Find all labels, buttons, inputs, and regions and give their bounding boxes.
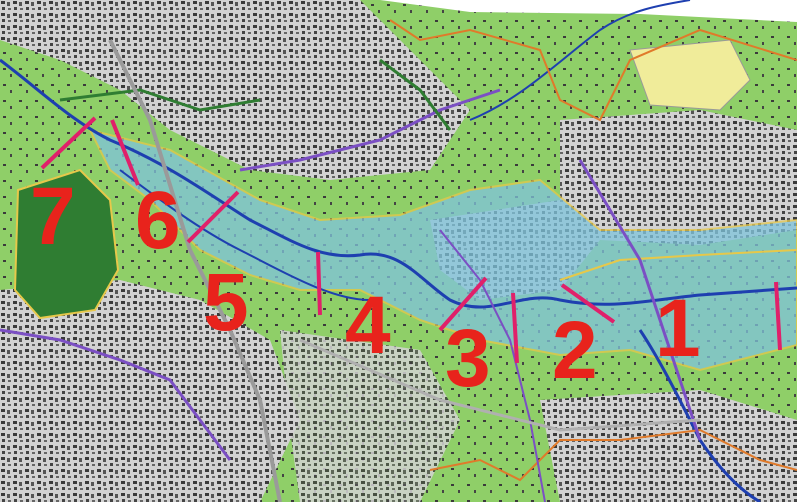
urban-area-southwest — [0, 280, 300, 502]
section-line-3-4 — [438, 276, 488, 332]
route-purple-1 — [0, 328, 232, 461]
section-line-4-5 — [316, 251, 322, 316]
route-purple-3 — [578, 159, 702, 441]
boundary-orange-north — [389, 19, 797, 122]
forest-west — [13, 168, 120, 320]
route-green-2 — [379, 58, 452, 131]
river-northeast — [469, 0, 691, 121]
urban-area-east — [560, 110, 797, 245]
section-line-7-west — [40, 116, 97, 170]
section-line-1-east — [774, 281, 782, 351]
road-gray-2 — [299, 338, 701, 432]
urban-area-north — [0, 0, 470, 180]
boundary-orange-south — [429, 428, 797, 482]
section-line-1-2 — [560, 283, 616, 324]
section-line-5-6 — [186, 190, 240, 244]
section-line-2-3 — [511, 292, 519, 364]
flood-zone — [88, 128, 797, 372]
field-northeast — [629, 39, 751, 111]
boundary-yellow-east — [559, 249, 797, 281]
route-purple-4 — [439, 229, 546, 502]
road-gray — [108, 39, 282, 502]
section-line-6-7 — [110, 119, 140, 186]
paper-edge — [380, 0, 797, 22]
urban-area-southcenter — [280, 330, 460, 502]
route-purple-2 — [239, 88, 501, 172]
river-secondary — [119, 169, 371, 301]
urban-area-south — [540, 390, 797, 502]
route-green-1 — [59, 88, 261, 112]
